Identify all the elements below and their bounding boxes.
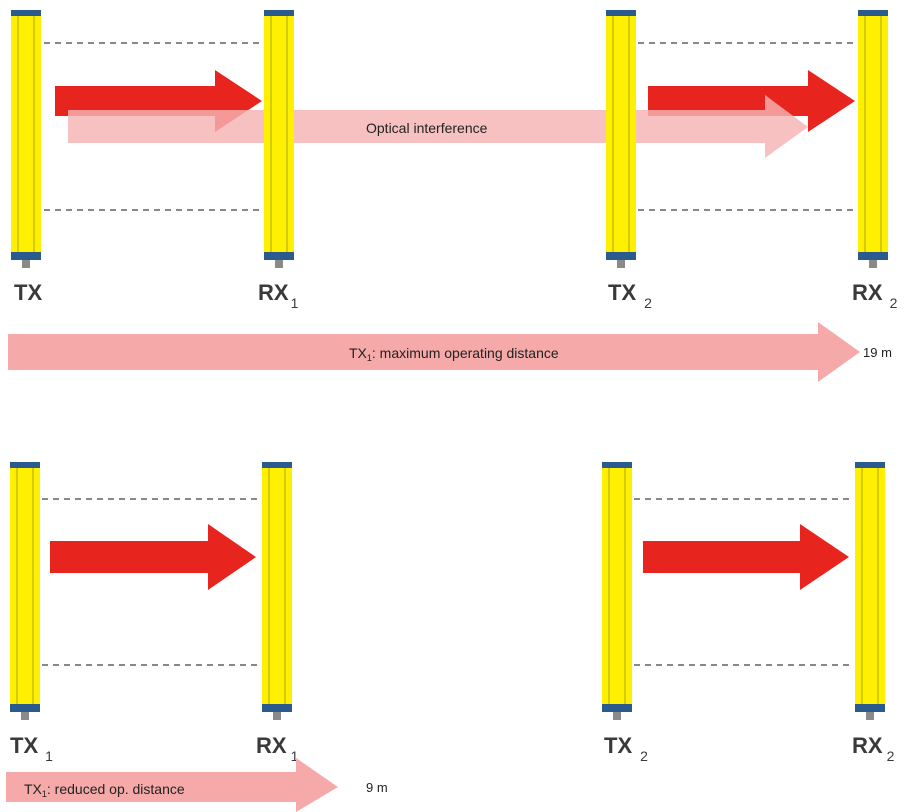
max-distance-label: TX1: maximum operating distance	[349, 345, 559, 363]
beam-arrow	[50, 524, 256, 590]
device-label-tx-top-1: TX	[14, 280, 42, 305]
reduced-distance-label: TX1: reduced op. distance	[24, 781, 185, 799]
beam-arrow	[643, 524, 849, 590]
reduced-distance-value: 9 m	[366, 780, 388, 795]
max-distance-arrow	[8, 322, 860, 382]
rx-bot-1-column	[262, 462, 292, 720]
reduced-distance-arrow	[6, 758, 338, 812]
max-distance-value: 19 m	[863, 345, 892, 360]
interference-label: Optical interference	[366, 120, 488, 136]
rx-top-2-column	[858, 10, 888, 268]
tx-bot-1-column	[10, 462, 40, 720]
beam-arrow	[55, 70, 262, 132]
rx-bot-2-column	[855, 462, 885, 720]
rx-top-1-column	[264, 10, 294, 268]
tx-bot-2-column	[602, 462, 632, 720]
beam-arrow	[648, 70, 855, 132]
tx-top-1-column	[11, 10, 41, 268]
tx-top-2-column	[606, 10, 636, 268]
top-section: Optical interference	[8, 10, 898, 382]
